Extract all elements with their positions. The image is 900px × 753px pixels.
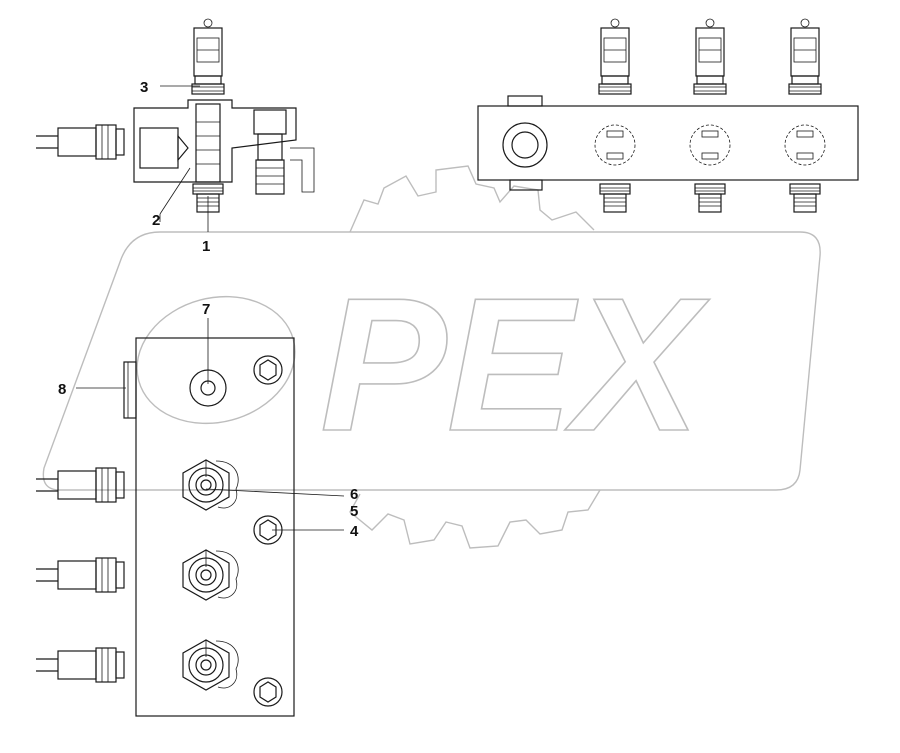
callout-1: 1 <box>202 238 210 255</box>
callout-7: 7 <box>202 301 210 318</box>
callout-3: 3 <box>140 79 148 96</box>
leader-lines <box>76 85 345 531</box>
manifold-front-view <box>35 337 295 717</box>
callout-5: 5 <box>350 503 358 520</box>
watermark-text: PEX <box>320 259 710 471</box>
callout-4: 4 <box>350 523 359 540</box>
sectioned-valve-view <box>35 18 315 213</box>
manifold-side-view <box>477 18 859 213</box>
watermark: PEX <box>42 165 821 549</box>
callout-8: 8 <box>58 381 66 398</box>
callout-2: 2 <box>152 212 160 229</box>
callout-labels: 2 3 1 7 8 6 5 4 <box>58 79 359 540</box>
callout-6: 6 <box>350 486 358 503</box>
